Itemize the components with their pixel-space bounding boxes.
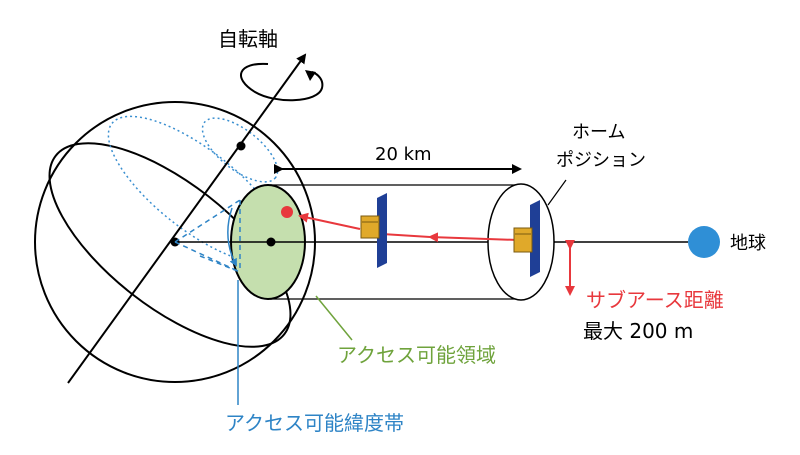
descent-trajectory (281, 206, 519, 243)
spacecraft-icon (513, 200, 540, 277)
access-latitude-band-label: アクセス可能緯度帯 (225, 411, 404, 435)
latitude-arc (227, 207, 237, 267)
access-area-leader (315, 295, 353, 341)
rotation-axis-line (67, 53, 307, 384)
rotation-axis-label: 自転軸 (218, 27, 278, 51)
max-distance-label: 最大 200 m (583, 319, 693, 343)
rotation-arrow-icon (240, 62, 324, 102)
earth-icon (688, 226, 720, 258)
spacecraft-icon (360, 193, 387, 268)
home-position-label-2: ポジション (556, 150, 646, 171)
distance-label: 20 km (375, 144, 432, 165)
latitude-cone (174, 199, 241, 273)
sub-earth-distance-label: サブアース距離 (586, 288, 724, 312)
earth-label: 地球 (730, 233, 766, 254)
axis-dot-top (236, 141, 246, 151)
home-position-label-1: ホーム (572, 122, 625, 143)
home-position-leader (547, 179, 567, 206)
access-area-label: アクセス可能領域 (337, 343, 496, 367)
target-point (281, 206, 293, 218)
